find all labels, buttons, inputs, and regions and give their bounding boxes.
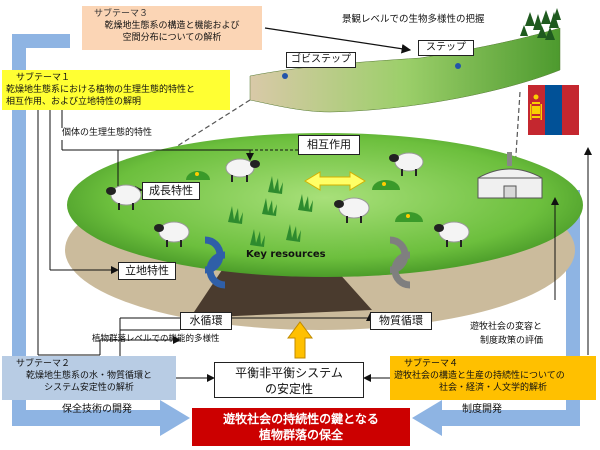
interaction-double-arrow (304, 171, 366, 191)
equilibrium-box: 平衡非平衡システム の安定性 (214, 362, 364, 398)
subtheme1-line1: 乾燥地生態系における植物の生理生態的特性と (6, 85, 196, 95)
goal-box: 遊牧社会の持続性の鍵となる 植物群落の保全 (192, 408, 410, 446)
key-resources-label: Key resources (246, 249, 326, 260)
subtheme4-line1: 遊牧社会の構造と生産の持続性についての (394, 371, 565, 381)
subtheme1-line2: 相互作用、および立地特性の解明 (6, 97, 142, 107)
subtheme1-box: サブテーマ１ 乾燥地生態系における植物の生理生態的特性と 相互作用、および立地特… (2, 70, 230, 110)
goal-line1: 遊牧社会の持続性の鍵となる (223, 412, 379, 426)
subtheme2-box: サブテーマ２ 乾燥地生態系の水・物質循環と システム安定性の解析 (2, 356, 176, 400)
individual-label: 個体の生理生態的特性 (62, 128, 153, 139)
mongolia-flag (528, 85, 579, 135)
subtheme2-title: サブテーマ２ (16, 359, 71, 369)
water-cycle-arrows (204, 236, 226, 289)
subtheme3-line1: 乾燥地生態系の構造と機能および (104, 21, 240, 31)
subtheme4-line2: 社会・経済・人文学的解析 (438, 383, 547, 393)
material-cycle-box: 物質循環 (370, 312, 432, 330)
shrubs (186, 171, 423, 222)
nomadic-change-label-2: 制度政策の評価 (480, 336, 544, 346)
material-cycle-arrows (389, 236, 411, 289)
subtheme3-box: サブテーマ３ 乾燥地生態系の構造と機能および 空間分布についての解析 (82, 6, 262, 50)
subtheme2-line1: 乾燥地生態系の水・物質循環と (25, 371, 152, 381)
gobi-steppe-label: ゴビステップ (286, 52, 356, 68)
subtheme3-title: サブテーマ３ (94, 9, 149, 19)
subtheme4-title: サブテーマ４ (404, 359, 459, 369)
ger-icon (477, 152, 543, 199)
subtheme1-title: サブテーマ１ (16, 73, 71, 83)
nomadic-change-label-1: 遊牧社会の変容と (470, 322, 543, 332)
growth-box: 成長特性 (142, 182, 200, 200)
landscape-hill (249, 8, 561, 113)
equilibrium-line1: 平衡非平衡システム (235, 366, 343, 380)
landscape-label: 景観レベルでの生物多様性の把握 (342, 14, 485, 25)
left-big-arrow (12, 34, 190, 436)
equilibrium-line2: の安定性 (264, 382, 313, 396)
grass-tufts (228, 176, 313, 247)
community-level-label: 植物群落レベルでの機能的多様性 (92, 334, 220, 344)
conservation-tech-label: 保全技術の開発 (62, 404, 132, 415)
interaction-box: 相互作用 (298, 135, 360, 155)
sheep-group (106, 152, 470, 247)
site-box: 立地特性 (118, 262, 176, 280)
goal-line2: 植物群落の保全 (258, 428, 343, 442)
stability-up-arrow (287, 321, 313, 359)
subtheme3-line2: 空間分布についての解析 (122, 33, 222, 43)
subtheme2-line2: システム安定性の解析 (44, 383, 134, 393)
subtheme4-box: サブテーマ４ 遊牧社会の構造と生産の持続性についての 社会・経済・人文学的解析 (390, 356, 596, 400)
institution-dev-label: 制度開発 (462, 404, 502, 415)
steppe-label: ステップ (418, 40, 474, 56)
water-cycle-box: 水循環 (180, 312, 232, 330)
